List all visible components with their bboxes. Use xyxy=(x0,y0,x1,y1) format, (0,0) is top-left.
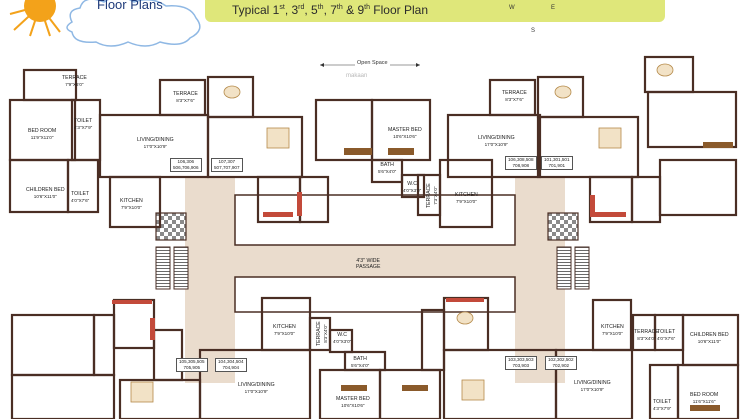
accent-walls xyxy=(112,192,626,340)
sun-icon xyxy=(9,0,61,37)
dining-furniture xyxy=(130,63,674,403)
section-label: Floor Plans xyxy=(97,0,163,12)
passage-floor xyxy=(185,178,565,383)
compass-w: W xyxy=(509,5,515,11)
bottom-wing-walls xyxy=(10,296,740,419)
cloud-shape xyxy=(66,0,201,47)
page-title: Typical 1st, 3rd, 5th, 7th & 9th Floor P… xyxy=(232,3,428,17)
staircase-left-b xyxy=(173,246,189,290)
compass-e: E xyxy=(551,5,555,11)
title-banner xyxy=(205,0,665,22)
passage-inner-walls xyxy=(234,194,516,313)
compass-s: S xyxy=(531,28,535,34)
open-space-label: Open Space xyxy=(355,60,390,66)
bed-furniture xyxy=(341,142,733,411)
staircase-right-a xyxy=(556,246,572,290)
top-wing-walls xyxy=(8,55,738,229)
compass-labels: W E S xyxy=(509,5,555,34)
staircase-right-b xyxy=(574,246,590,290)
watermark: makaan xyxy=(346,73,368,79)
lift-right xyxy=(547,212,579,241)
staircase-left-a xyxy=(155,246,171,290)
